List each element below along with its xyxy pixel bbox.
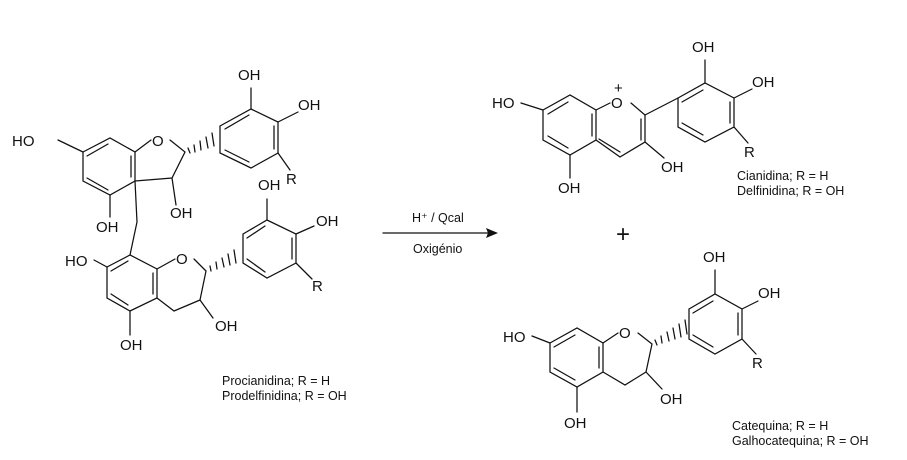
product1-oh-3prime: OH xyxy=(692,39,715,56)
catechin: HO O OH OH OH OH R Catequina; R = H Galh… xyxy=(503,249,869,448)
reaction-conditions-bottom: Oxigénio xyxy=(413,242,462,256)
reactant-r-lower: R xyxy=(312,278,323,295)
product1-oh-5: OH xyxy=(558,180,581,197)
reactant-oh-5-lower: OH xyxy=(120,337,143,354)
reaction-arrow-group: H⁺ / Qcal Oxigénio xyxy=(382,211,498,256)
reactant-oh-4prime-upper: OH xyxy=(298,97,321,114)
reactant-oh-3-upper: OH xyxy=(170,205,193,222)
reactant-oh-4prime-lower: OH xyxy=(316,213,339,230)
product1-r: R xyxy=(744,144,755,161)
product2-oh-4prime: OH xyxy=(758,285,781,302)
plus-sign: + xyxy=(616,221,630,248)
product2-caption-1: Catequina; R = H xyxy=(732,419,828,433)
reactant-caption-1: Procianidina; R = H xyxy=(222,374,330,388)
product2-oh-5: OH xyxy=(564,415,587,432)
reactant-oh-3-lower: OH xyxy=(215,318,238,335)
reactant-ring-oxygen-upper: O xyxy=(152,133,164,150)
product2-ho-7: HO xyxy=(503,329,526,346)
reactant-oh-3prime-lower: OH xyxy=(258,177,281,194)
procyanidin-dimer: HO O OH OH OH OH R HO O OH OH OH OH R Pr… xyxy=(12,67,347,403)
product1-oxygen: O xyxy=(611,95,623,112)
anthocyanidin: HO O + OH OH OH OH R Cianidina; R = H De… xyxy=(492,39,844,198)
product2-caption-2: Galhocatequina; R = OH xyxy=(732,434,869,448)
product1-oh-4prime: OH xyxy=(752,74,775,91)
product1-ho-7: HO xyxy=(492,95,515,112)
product1-oh-3: OH xyxy=(661,159,684,176)
reaction-conditions-top: H⁺ / Qcal xyxy=(412,211,464,225)
product1-caption-2: Delfinidina; R = OH xyxy=(737,184,844,198)
arrow-head xyxy=(486,228,498,238)
product2-r: R xyxy=(752,355,763,372)
reactant-caption-2: Prodelfinidina; R = OH xyxy=(222,389,347,403)
reactant-r-upper: R xyxy=(286,171,297,188)
reactant-ho-7-lower: HO xyxy=(65,253,88,270)
reactant-oh-5-upper: OH xyxy=(96,219,119,236)
product1-positive-charge: + xyxy=(614,80,623,97)
product1-caption-1: Cianidina; R = H xyxy=(737,169,828,183)
product2-ring-oxygen: O xyxy=(619,325,631,342)
reactant-ho-7-upper: HO xyxy=(12,133,35,150)
product2-oh-3: OH xyxy=(660,391,683,408)
product2-oh-3prime: OH xyxy=(703,249,726,266)
reactant-oh-3prime-upper: OH xyxy=(238,67,261,84)
reactant-ring-oxygen-lower: O xyxy=(176,251,188,268)
